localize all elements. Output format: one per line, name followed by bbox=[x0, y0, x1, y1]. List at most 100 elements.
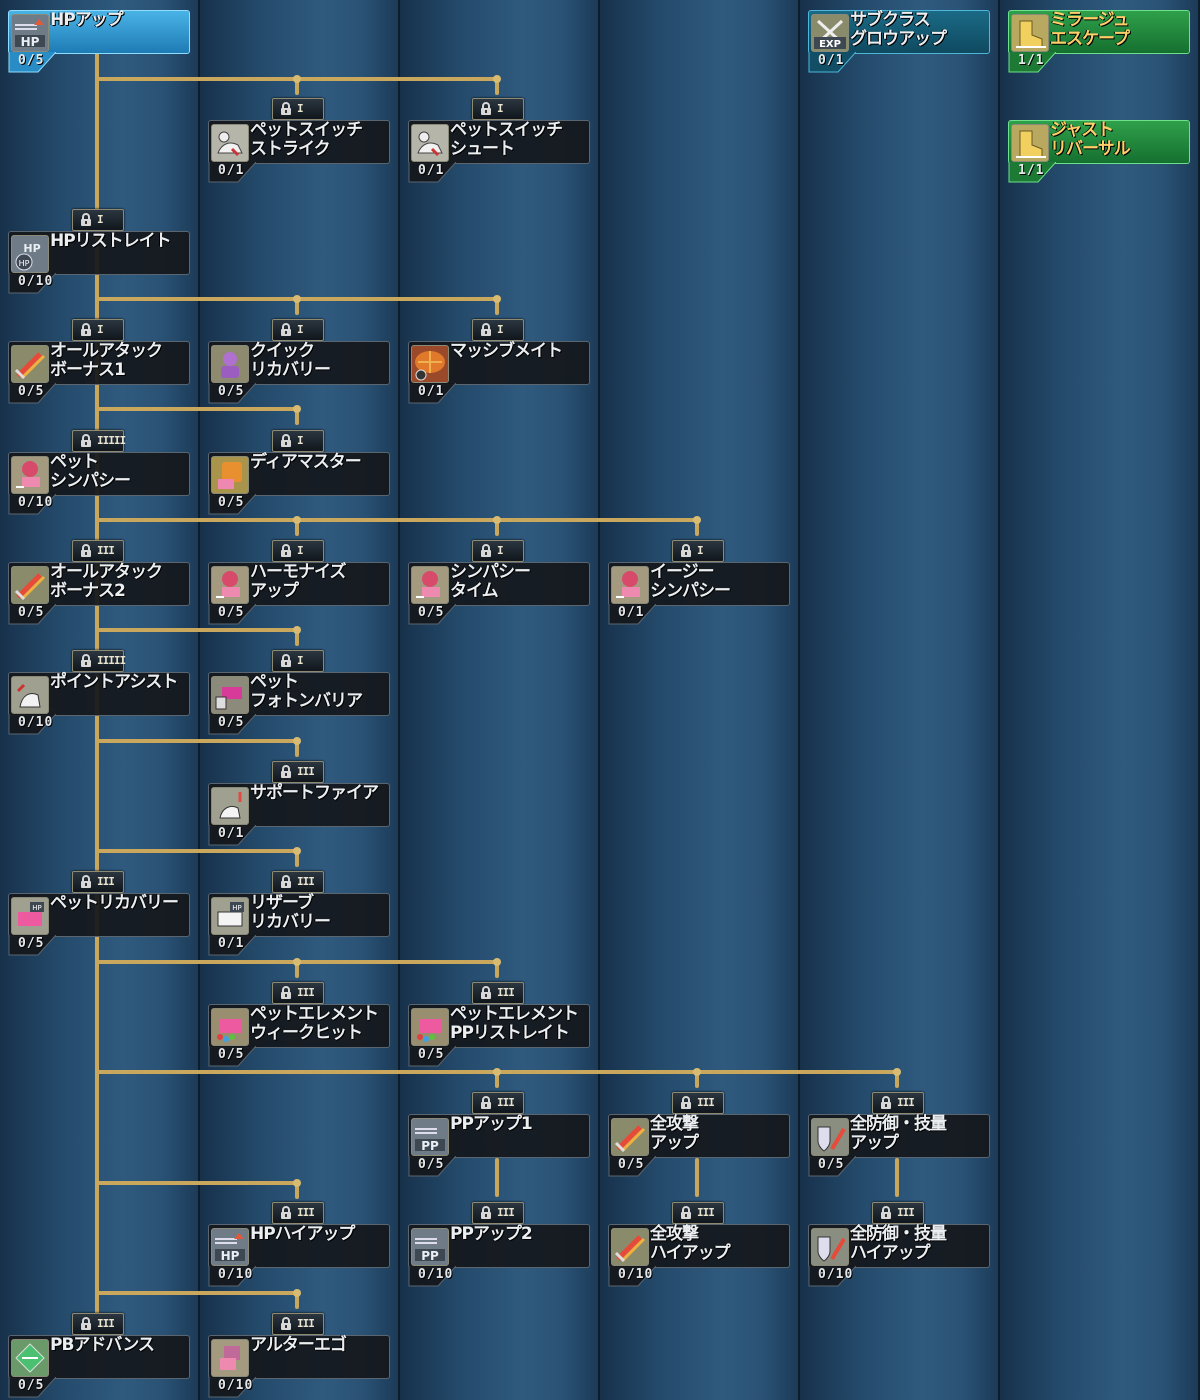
svg-text:HP: HP bbox=[21, 35, 40, 49]
sword-icon bbox=[611, 1118, 649, 1156]
level-tab bbox=[208, 1266, 256, 1287]
lock-icon bbox=[81, 323, 91, 337]
sword-icon bbox=[11, 566, 49, 604]
level-tab bbox=[208, 493, 256, 515]
pet-sympathy-icon bbox=[11, 455, 49, 494]
requirement-level: I bbox=[97, 212, 104, 226]
skill-name: オールアタック ボーナス2 bbox=[50, 562, 163, 601]
skill-level: 0/1 bbox=[818, 53, 845, 68]
level-tab bbox=[8, 604, 56, 625]
skill-name: ペットエレメント ウィークヒット bbox=[250, 1003, 379, 1043]
skill-name: 全攻撃 ハイアップ bbox=[650, 1224, 731, 1264]
point-assist-icon bbox=[11, 676, 49, 715]
requirement-badge: I bbox=[272, 429, 324, 452]
skill-name: リザーブ リカバリー bbox=[250, 893, 331, 933]
pb-icon bbox=[11, 1338, 49, 1377]
requirement-level: III bbox=[297, 875, 315, 889]
requirement-badge: III bbox=[272, 1312, 324, 1335]
requirement-level: III bbox=[297, 1206, 315, 1220]
skill-level: 0/1 bbox=[218, 936, 245, 952]
level-tab bbox=[408, 383, 456, 404]
skill-name: シンパシー タイム bbox=[450, 562, 531, 601]
requirement-badge: III bbox=[72, 1312, 124, 1335]
level-tab bbox=[408, 1156, 456, 1177]
skill-name: ハーモナイズ アップ bbox=[250, 562, 347, 601]
boot-icon bbox=[1011, 14, 1049, 52]
requirement-level: III bbox=[297, 764, 315, 778]
requirement-level: III bbox=[497, 1096, 515, 1109]
skill-name: ペット シンパシー bbox=[50, 451, 131, 491]
level-tab bbox=[208, 383, 256, 404]
level-tab bbox=[808, 1156, 856, 1177]
shield-icon bbox=[811, 1118, 849, 1156]
lock-icon bbox=[481, 1206, 491, 1220]
skill-name: ペットスイッチ シュート bbox=[450, 120, 563, 160]
skill-name: HPアップ bbox=[50, 10, 124, 30]
lock-icon bbox=[281, 764, 291, 778]
level-tab bbox=[408, 1045, 456, 1067]
level-tab bbox=[8, 1376, 56, 1398]
skill-node-sympathy-time[interactable]: シンパシー タイム 0/5 bbox=[408, 562, 590, 625]
boot-icon bbox=[1011, 124, 1049, 163]
skill-node-deer-master[interactable]: ディアマスター 0/5 bbox=[208, 451, 390, 515]
lock-icon bbox=[281, 102, 291, 116]
skill-name: ディアマスター bbox=[250, 451, 362, 472]
requirement-level: I bbox=[297, 102, 304, 116]
skill-level: 0/10 bbox=[418, 1267, 454, 1283]
skill-level: 0/5 bbox=[218, 494, 245, 510]
requirement-badge: IIIII bbox=[72, 650, 126, 673]
requirement-level: III bbox=[97, 544, 115, 557]
requirement-badge: III bbox=[272, 981, 324, 1004]
level-tab bbox=[8, 383, 56, 404]
requirement-level: III bbox=[697, 1096, 715, 1109]
skill-level: 0/10 bbox=[218, 1377, 254, 1393]
lock-icon bbox=[881, 1096, 891, 1109]
requirement-badge: I bbox=[72, 319, 124, 342]
requirement-level: I bbox=[497, 544, 504, 557]
skill-level: 0/5 bbox=[618, 1157, 645, 1172]
deer-master-icon bbox=[211, 455, 249, 494]
level-tab bbox=[808, 1266, 856, 1287]
requirement-badge: III bbox=[472, 1092, 524, 1114]
lock-icon bbox=[881, 1206, 891, 1220]
skill-level: 0/1 bbox=[418, 163, 445, 179]
skill-name: ペットリカバリー bbox=[50, 893, 179, 914]
skill-node-pet-switch-shoot[interactable]: ペットスイッチ シュート 0/1 bbox=[408, 120, 590, 183]
skill-level: 0/5 bbox=[418, 605, 445, 620]
requirement-level: III bbox=[497, 1206, 515, 1220]
lock-icon bbox=[281, 323, 291, 337]
skill-name: クイック リカバリー bbox=[250, 341, 331, 381]
pp-up-icon: PP bbox=[411, 1228, 449, 1267]
requirement-badge: III bbox=[72, 540, 124, 562]
skill-level: 0/5 bbox=[418, 1157, 445, 1172]
